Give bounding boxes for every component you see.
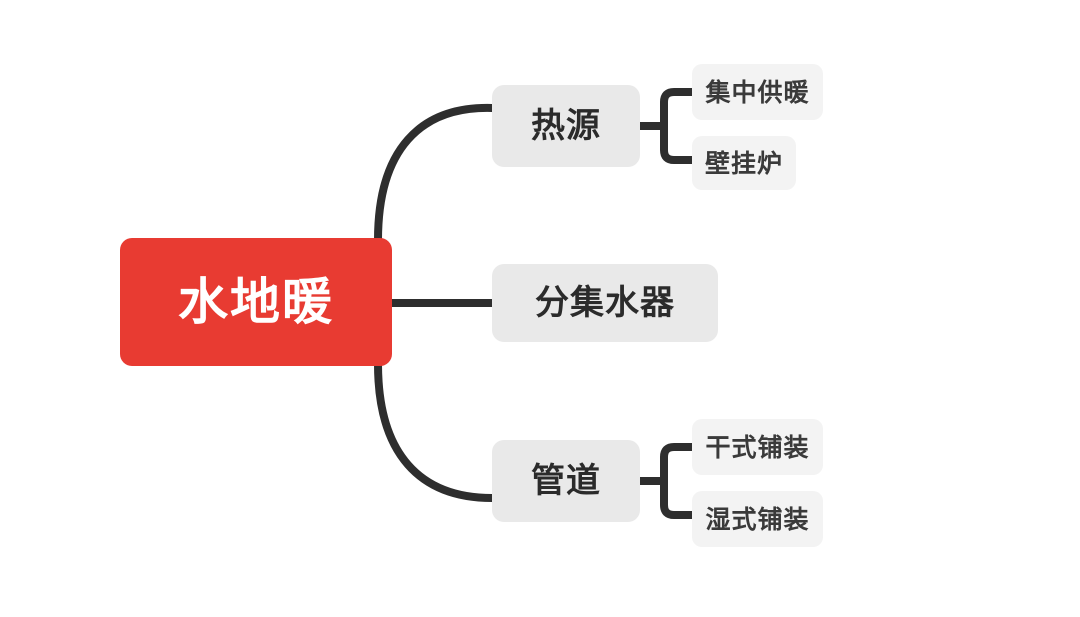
node-leaf-wet-installation[interactable]: 湿式铺装	[692, 491, 823, 547]
node-leaf-dry-installation[interactable]: 干式铺装	[692, 419, 823, 475]
node-leaf-wet-installation-label: 湿式铺装	[705, 504, 810, 534]
node-leaf-central-heating[interactable]: 集中供暖	[692, 64, 823, 120]
node-leaf-central-heating-label: 集中供暖	[705, 77, 810, 107]
node-branch-heat-source[interactable]: 热源	[492, 85, 640, 167]
bracket-pipe	[660, 443, 696, 519]
node-root-label: 水地暖	[178, 273, 334, 331]
edge-root-to-pipe	[374, 360, 496, 502]
bracket-heat	[660, 88, 696, 164]
node-branch-heat-source-label: 热源	[531, 106, 601, 146]
node-leaf-wall-hung-boiler[interactable]: 壁挂炉	[692, 136, 796, 190]
node-branch-manifold-label: 分集水器	[535, 283, 675, 323]
node-root[interactable]: 水地暖	[120, 238, 392, 366]
edge-root-to-heat	[374, 103, 496, 244]
node-leaf-wall-hung-boiler-label: 壁挂炉	[704, 148, 783, 178]
node-leaf-dry-installation-label: 干式铺装	[705, 432, 810, 462]
node-branch-pipeline-label: 管道	[531, 461, 601, 501]
node-branch-pipeline[interactable]: 管道	[492, 440, 640, 522]
node-branch-manifold[interactable]: 分集水器	[492, 264, 718, 342]
